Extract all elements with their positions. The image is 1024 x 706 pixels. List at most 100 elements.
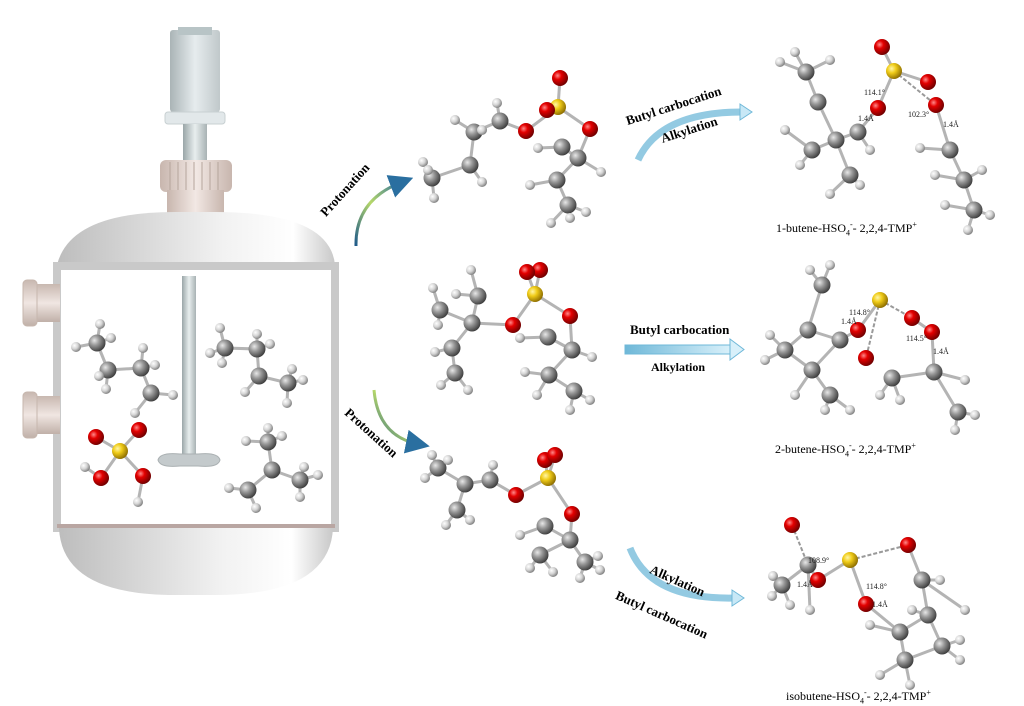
- intermediate-isobutene-hso4: [420, 447, 605, 583]
- carbon-atom: [448, 501, 466, 519]
- carbon-atom: [291, 471, 309, 489]
- carbon-atom: [259, 433, 277, 451]
- oxygen-atom: [582, 121, 598, 137]
- carbon-atom: [491, 112, 509, 130]
- hydrogen-atom: [845, 405, 855, 415]
- hydrogen-atom: [930, 170, 940, 180]
- caption-main: 1-butene-HSO: [776, 221, 846, 235]
- product-1-caption: 1-butene-HSO4-- 2,2,4-TMP+: [776, 220, 917, 237]
- oxygen-atom: [858, 596, 874, 612]
- hydrogen-atom: [441, 520, 451, 530]
- protonation-arrow-top: [354, 175, 414, 247]
- hydrogen-atom: [299, 462, 309, 472]
- caption-sup2: +: [911, 441, 916, 450]
- carbon-atom: [463, 314, 481, 332]
- hydrogen-atom: [820, 405, 830, 415]
- oxygen-atom: [552, 70, 568, 86]
- hydrogen-atom: [251, 503, 261, 513]
- carbon-atom: [142, 384, 160, 402]
- caption-sup2: +: [912, 220, 917, 229]
- product-2-caption: 2-butene-HSO4-- 2,2,4-TMP+: [775, 441, 916, 458]
- product-isobutene-hso4-tmp: [767, 517, 970, 690]
- carbon-atom: [813, 276, 831, 294]
- inlet-port-upper: [22, 279, 60, 327]
- caption-sub: 4: [845, 228, 850, 238]
- hydrogen-atom: [465, 515, 475, 525]
- oxygen-atom: [505, 317, 521, 333]
- hydrogen-atom: [420, 473, 430, 483]
- hydrogen-atom: [451, 289, 461, 299]
- sulfur-atom: [842, 552, 858, 568]
- carbon-atom: [239, 481, 257, 499]
- carbon-atom: [849, 123, 867, 141]
- hydrogen-atom: [565, 405, 575, 415]
- oxygen-atom: [810, 572, 826, 588]
- oxygen-atom: [532, 262, 548, 278]
- hydrogen-atom: [905, 680, 915, 690]
- hydrogen-atom: [963, 225, 973, 235]
- hydrogen-atom: [565, 213, 575, 223]
- hydrogen-atom: [955, 635, 965, 645]
- oxygen-atom: [93, 470, 109, 486]
- hydrogen-atom: [463, 385, 473, 395]
- hydrogen-atom: [430, 347, 440, 357]
- carbon-atom: [461, 156, 479, 174]
- caption-tail: - 2,2,4-TMP: [852, 221, 913, 235]
- sulfur-atom: [886, 63, 902, 79]
- carbon-atom: [429, 459, 447, 477]
- carbon-atom: [250, 367, 268, 385]
- carbon-atom: [456, 475, 474, 493]
- p2-dist-2: 1.4Å: [933, 347, 949, 356]
- carbon-atom: [773, 576, 791, 594]
- hydrogen-atom: [130, 408, 140, 418]
- oxygen-atom: [519, 264, 535, 280]
- hydrogen-atom: [265, 339, 275, 349]
- hydrogen-atom: [168, 390, 178, 400]
- hydrogen-atom: [955, 655, 965, 665]
- hydrogen-atom: [825, 189, 835, 199]
- path2-label-top: Butyl carbocation: [630, 322, 730, 337]
- hydrogen-atom: [765, 330, 775, 340]
- hydrogen-atom: [241, 436, 251, 446]
- hydrogen-atom: [313, 470, 323, 480]
- hydrogen-atom: [133, 497, 143, 507]
- hydrogen-atom: [895, 395, 905, 405]
- hydrogen-atom: [767, 591, 777, 601]
- alkylation-arrow-3: [626, 546, 745, 607]
- carbon-atom: [965, 201, 983, 219]
- oxygen-atom: [784, 517, 800, 533]
- intermediate-1-butene-hso4: [418, 70, 606, 228]
- p1-angle-2: 102.3°: [908, 110, 930, 119]
- carbon-atom: [827, 131, 845, 149]
- hydrogen-atom: [429, 193, 439, 203]
- carbon-atom: [831, 331, 849, 349]
- p3-angle-2: 114.8°: [866, 582, 887, 591]
- carbon-atom: [539, 328, 557, 346]
- hydrogen-atom: [780, 125, 790, 135]
- carbon-atom: [821, 386, 839, 404]
- hydrogen-atom: [865, 620, 875, 630]
- hydrogen-atom: [515, 333, 525, 343]
- hydrogen-atom: [277, 431, 287, 441]
- carbon-atom: [776, 341, 794, 359]
- hydrogen-atom: [805, 265, 815, 275]
- carbon-atom: [132, 359, 150, 377]
- carbon-atom: [797, 63, 815, 81]
- carbon-atom: [803, 361, 821, 379]
- hydrogen-atom: [515, 530, 525, 540]
- oxygen-atom: [870, 100, 886, 116]
- oxygen-atom: [920, 74, 936, 90]
- hydrogen-atom: [985, 210, 995, 220]
- vessel-dome-top: [57, 212, 335, 265]
- caption-tail: - 2,2,4-TMP: [866, 689, 927, 703]
- hydrogen-atom: [595, 565, 605, 575]
- oxygen-atom: [874, 39, 890, 55]
- carbon-atom: [248, 340, 266, 358]
- oxygen-atom: [900, 537, 916, 553]
- hydrogen-atom: [935, 575, 945, 585]
- hydrogen-atom: [915, 143, 925, 153]
- p3-dist-1: 1.4Å: [797, 580, 813, 589]
- hydrogen-atom: [80, 462, 90, 472]
- hydrogen-atom: [825, 55, 835, 65]
- hydrogen-atom: [466, 265, 476, 275]
